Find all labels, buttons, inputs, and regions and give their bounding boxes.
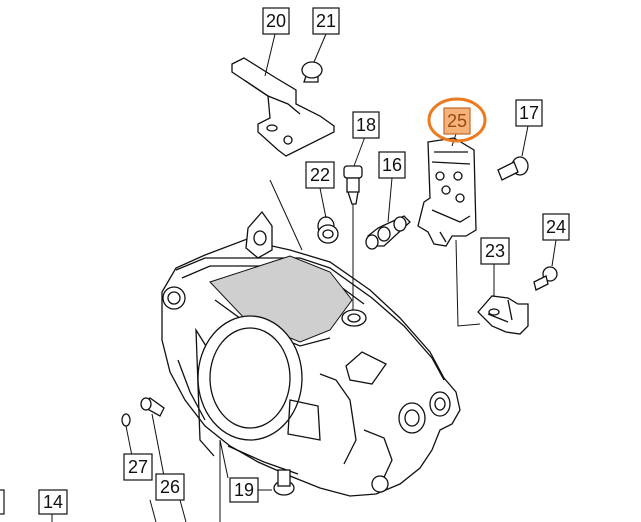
callout-14: 14 [38, 489, 68, 515]
callout-19: 19 [229, 477, 259, 503]
callout-22: 22 [305, 161, 335, 189]
callout-18: 18 [352, 111, 380, 139]
callout-22-label: 22 [310, 165, 330, 185]
part-22-bushing [317, 216, 339, 244]
part-24-screw [533, 266, 558, 291]
callout-14-label: 14 [43, 492, 63, 512]
callout-24-label: 24 [546, 217, 566, 237]
callout-17: 17 [515, 99, 543, 127]
callout-19-label: 19 [234, 480, 254, 500]
callout-27: 27 [123, 453, 153, 481]
callout-25-highlighted: 25 [427, 97, 487, 143]
callout-16-label: 16 [382, 155, 402, 175]
callout-20: 20 [262, 7, 290, 35]
callout-17-label: 17 [519, 103, 539, 123]
callout-18-label: 18 [356, 115, 376, 135]
part-23-lever [477, 295, 529, 335]
callout-27-label: 27 [128, 457, 148, 477]
callout-25-label: 25 [447, 111, 467, 131]
part-18-bolt [341, 165, 367, 327]
part-27-ring [121, 413, 131, 427]
callout-24: 24 [542, 213, 570, 241]
part-25-plate [417, 137, 477, 247]
part-16-pin [365, 215, 411, 250]
part-17-screw [497, 156, 529, 181]
callout-21-label: 21 [316, 11, 336, 31]
highlight-ring [427, 97, 487, 143]
part-20-bracket [231, 57, 335, 157]
crankcase-housing [161, 210, 461, 497]
callout-21: 21 [312, 7, 340, 35]
callout-26-label: 26 [160, 477, 180, 497]
part-26-pin [140, 397, 165, 417]
callout-23: 23 [480, 237, 510, 265]
part-21-screw [301, 61, 323, 83]
callout-clipped-left [0, 489, 5, 515]
callout-26: 26 [155, 473, 185, 501]
part-19-screw [273, 469, 295, 496]
callout-20-label: 20 [266, 11, 286, 31]
leader-lines [51, 33, 557, 522]
callout-16: 16 [378, 151, 406, 179]
callout-23-label: 23 [485, 241, 505, 261]
